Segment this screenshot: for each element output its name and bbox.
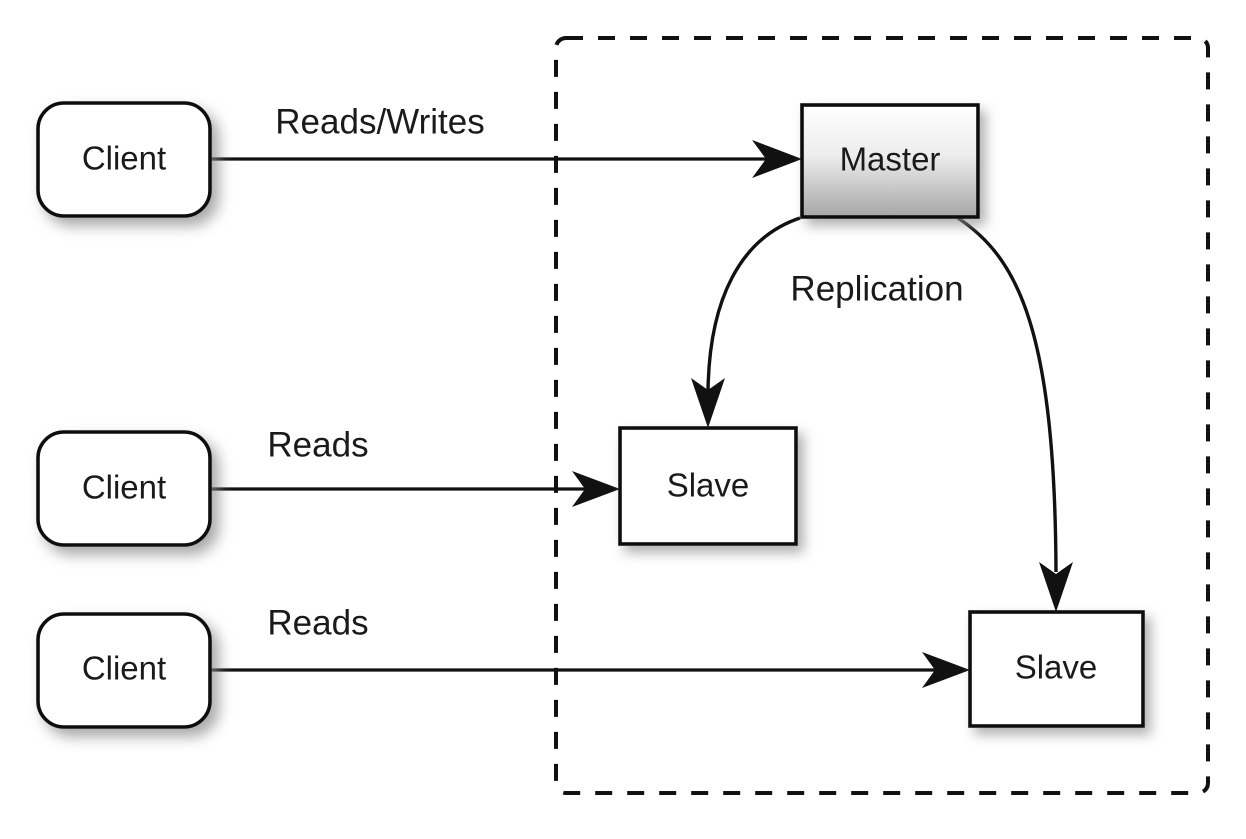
arrowhead-icon xyxy=(752,140,802,178)
arrowhead-icon xyxy=(572,471,620,507)
edge-replication-right xyxy=(957,216,1073,612)
node-client-2[interactable]: Client xyxy=(36,430,212,547)
node-master-shape[interactable] xyxy=(800,103,980,219)
node-client-1-shape[interactable] xyxy=(36,101,212,218)
node-client-2-label: Client xyxy=(82,469,166,506)
edge-replication-left xyxy=(691,216,801,428)
edge-label-reads-writes: Reads/Writes xyxy=(275,102,484,141)
arrowhead-icon xyxy=(691,378,725,428)
database-cluster-boundary xyxy=(554,36,1210,795)
arrowhead-icon xyxy=(1039,562,1073,612)
node-slave-1-label: Slave xyxy=(667,467,750,504)
node-master-label: Master xyxy=(840,141,941,178)
node-slave-1-shape[interactable] xyxy=(618,426,798,546)
node-client-1[interactable]: Client xyxy=(36,101,212,218)
edge-label-reads-bottom: Reads xyxy=(267,603,368,642)
node-client-3[interactable]: Client xyxy=(36,612,212,729)
node-client-2-shape[interactable] xyxy=(36,430,212,547)
node-slave-2-label: Slave xyxy=(1015,649,1098,686)
node-slave-2-shape[interactable] xyxy=(968,610,1145,728)
node-client-1-label: Client xyxy=(82,140,166,177)
edge-reads-bottom: Reads xyxy=(210,603,970,688)
edge-replication-left-curve xyxy=(706,216,801,393)
node-slave-2[interactable]: Slave xyxy=(968,610,1145,728)
arrowhead-icon xyxy=(922,652,970,688)
node-slave-1[interactable]: Slave xyxy=(618,426,798,546)
edge-reads-middle: Reads xyxy=(210,425,620,507)
node-client-3-label: Client xyxy=(82,650,166,687)
node-master[interactable]: Master xyxy=(800,103,980,219)
edge-replication-right-curve xyxy=(957,216,1058,573)
edge-label-reads-middle: Reads xyxy=(267,425,368,464)
edge-reads-writes: Reads/Writes xyxy=(210,102,802,178)
node-client-3-shape[interactable] xyxy=(36,612,212,729)
edge-label-replication: Replication xyxy=(790,269,963,308)
